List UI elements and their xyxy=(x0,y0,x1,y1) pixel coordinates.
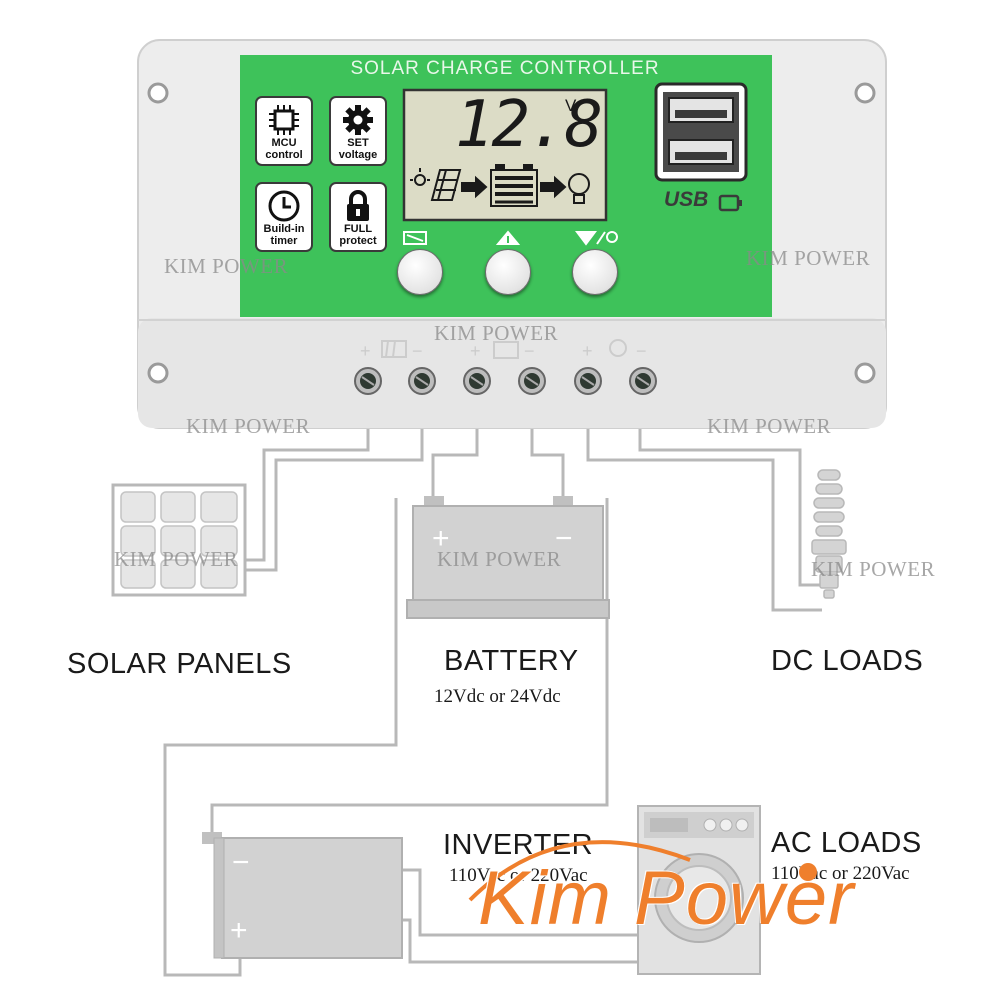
svg-text:+: + xyxy=(582,341,593,361)
mount-hole-bl xyxy=(147,362,169,384)
up-button[interactable] xyxy=(485,249,531,295)
feature-label: MCU control xyxy=(265,137,303,161)
screw-terminals xyxy=(354,367,657,395)
solar-wire-negative xyxy=(245,410,424,572)
svg-text:+: + xyxy=(360,341,371,361)
inverter-wire-positive xyxy=(163,498,398,977)
ac-wire-1 xyxy=(402,868,640,937)
watermark: KIM POWER xyxy=(707,414,832,438)
svg-text:−: − xyxy=(524,341,535,361)
clock-icon xyxy=(268,190,300,222)
lcd-voltage-readout: 12.8 xyxy=(455,88,603,162)
battery-voltage-label: 12Vdc or 24Vdc xyxy=(434,686,561,707)
svg-text:−: − xyxy=(412,341,423,361)
dc-loads-label: DC LOADS xyxy=(771,645,924,677)
usb-label: USB xyxy=(664,188,709,211)
feature-label: FULL protect xyxy=(339,223,377,247)
watermark: KIM POWER xyxy=(437,547,562,571)
screw-terminal xyxy=(574,367,602,395)
solar-panels-label: SOLAR PANELS xyxy=(67,648,292,680)
lcd-flow-icons xyxy=(410,164,590,207)
feature-label: SET voltage xyxy=(338,137,378,161)
svg-text:−: − xyxy=(555,522,573,555)
svg-text:+: + xyxy=(470,341,481,361)
inverter-drawing: − + xyxy=(202,832,403,959)
inverter-voltage-label: 110Vac or 220Vac xyxy=(449,865,588,886)
screw-terminal xyxy=(518,367,546,395)
mount-hole-tl xyxy=(147,82,169,104)
svg-text:+: + xyxy=(432,522,450,555)
watermark: KIM POWER xyxy=(164,254,289,278)
solar-panel-drawing xyxy=(111,483,247,597)
lock-icon xyxy=(347,190,369,221)
usb-port xyxy=(654,82,748,182)
washing-machine-drawing xyxy=(637,805,761,975)
load-wire-positive xyxy=(586,410,822,612)
svg-text:−: − xyxy=(232,846,250,879)
feature-full-protect: FULL protect xyxy=(329,182,387,252)
screw-terminal xyxy=(408,367,436,395)
gear-icon xyxy=(343,105,373,135)
load-wire-negative xyxy=(638,410,822,587)
chip-icon xyxy=(269,105,299,135)
feature-label: Build-in timer xyxy=(263,223,305,247)
lcd-voltage-unit: V xyxy=(565,96,577,115)
battery-wire-positive xyxy=(431,410,479,498)
ac-wire-2 xyxy=(402,918,640,964)
screw-terminal xyxy=(463,367,491,395)
cfl-bulb-drawing xyxy=(811,469,847,599)
menu-button[interactable] xyxy=(397,249,443,295)
feature-mcu-control: MCU control xyxy=(255,96,313,166)
battery-terminal-icon xyxy=(493,341,519,359)
kim-power-logo: Kim Power xyxy=(478,856,855,941)
lcd-screen xyxy=(402,88,608,222)
ac-loads-label: AC LOADS xyxy=(771,827,922,859)
screw-terminal xyxy=(354,367,382,395)
solar-wire-positive xyxy=(245,410,370,562)
down-light-button[interactable] xyxy=(572,249,618,295)
battery-label: BATTERY xyxy=(444,645,579,677)
load-terminal-icon xyxy=(609,339,627,357)
watermark: KIM POWER xyxy=(114,547,239,571)
watermark: KIM POWER xyxy=(434,321,559,345)
feature-build-in-timer: Build-in timer xyxy=(255,182,313,252)
watermark: KIM POWER xyxy=(811,557,936,581)
usb-battery-glyph xyxy=(718,194,742,212)
screw-terminal xyxy=(629,367,657,395)
menu-icon xyxy=(403,231,427,245)
down-light-icon xyxy=(575,231,597,246)
svg-text:−: − xyxy=(636,341,647,361)
mount-hole-tr xyxy=(854,82,876,104)
watermark: KIM POWER xyxy=(746,246,871,270)
battery-drawing: + − xyxy=(406,496,610,619)
inverter-wire-negative xyxy=(210,498,609,835)
mount-hole-br xyxy=(854,362,876,384)
terminal-icons: + − + − + − xyxy=(360,339,647,361)
battery-wire-negative xyxy=(530,410,565,498)
feature-set-voltage: SET voltage xyxy=(329,96,387,166)
controller-title: SOLAR CHARGE CONTROLLER xyxy=(350,58,660,79)
button-icons xyxy=(403,230,618,246)
svg-text:+: + xyxy=(230,914,248,947)
watermark: KIM POWER xyxy=(186,414,311,438)
